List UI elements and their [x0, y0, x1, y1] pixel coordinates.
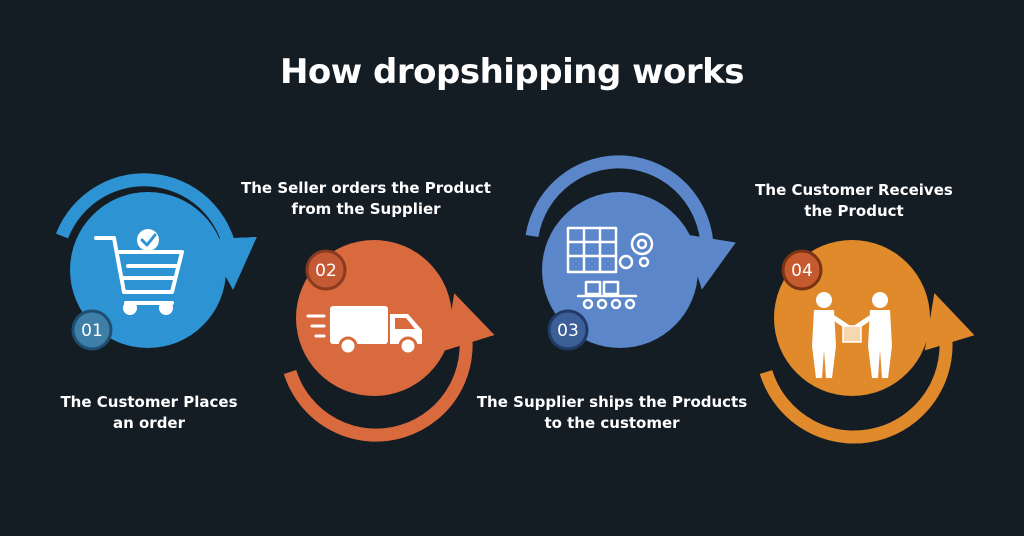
step-2-number: 02 — [315, 261, 337, 281]
step-4-number-badge — [781, 249, 823, 291]
step-4-number: 04 — [791, 261, 813, 281]
step-1-number: 01 — [81, 321, 103, 341]
shopping-cart-check-icon — [94, 229, 184, 315]
step-1-circle — [70, 192, 226, 348]
step-1-arc-arrow — [55, 173, 257, 290]
step-2-arc-arrow — [283, 293, 495, 442]
step-1-caption: The Customer Places an order — [34, 392, 264, 434]
step-4-caption-line-1: The Customer Receives — [755, 181, 953, 199]
step-1-number-badge — [71, 309, 113, 351]
step-1-caption-line-1: The Customer Places — [60, 393, 238, 411]
step-2-number-badge — [305, 249, 347, 291]
step-3-caption-line-2: to the customer — [544, 414, 680, 432]
step-3: 03 — [525, 155, 736, 351]
step-1: 01 — [55, 173, 257, 351]
step-3-arc-arrow — [525, 155, 736, 290]
step-2-caption-line-1: The Seller orders the Product — [241, 179, 491, 197]
step-3-circle — [542, 192, 698, 348]
warehouse-conveyor-icon — [566, 226, 654, 310]
step-3-number-badge — [547, 309, 589, 351]
handover-people-icon — [812, 292, 892, 378]
step-1-caption-line-2: an order — [112, 414, 186, 432]
step-2-caption-line-2: from the Supplier — [291, 200, 441, 218]
page-title: How dropshipping works — [279, 52, 745, 92]
step-3-number: 03 — [557, 321, 579, 341]
step-3-caption-line-1: The Supplier ships the Products — [476, 393, 748, 411]
step-4: 04 — [759, 240, 975, 444]
step-4-caption-line-2: the Product — [804, 202, 904, 220]
step-3-caption: The Supplier ships the Products to the c… — [462, 392, 762, 434]
step-4-caption: The Customer Receives the Product — [736, 180, 972, 222]
step-2: 02 — [283, 240, 495, 442]
step-4-arc-arrow — [759, 293, 975, 444]
step-2-caption: The Seller orders the Product from the S… — [226, 178, 506, 220]
delivery-truck-icon — [306, 306, 422, 356]
